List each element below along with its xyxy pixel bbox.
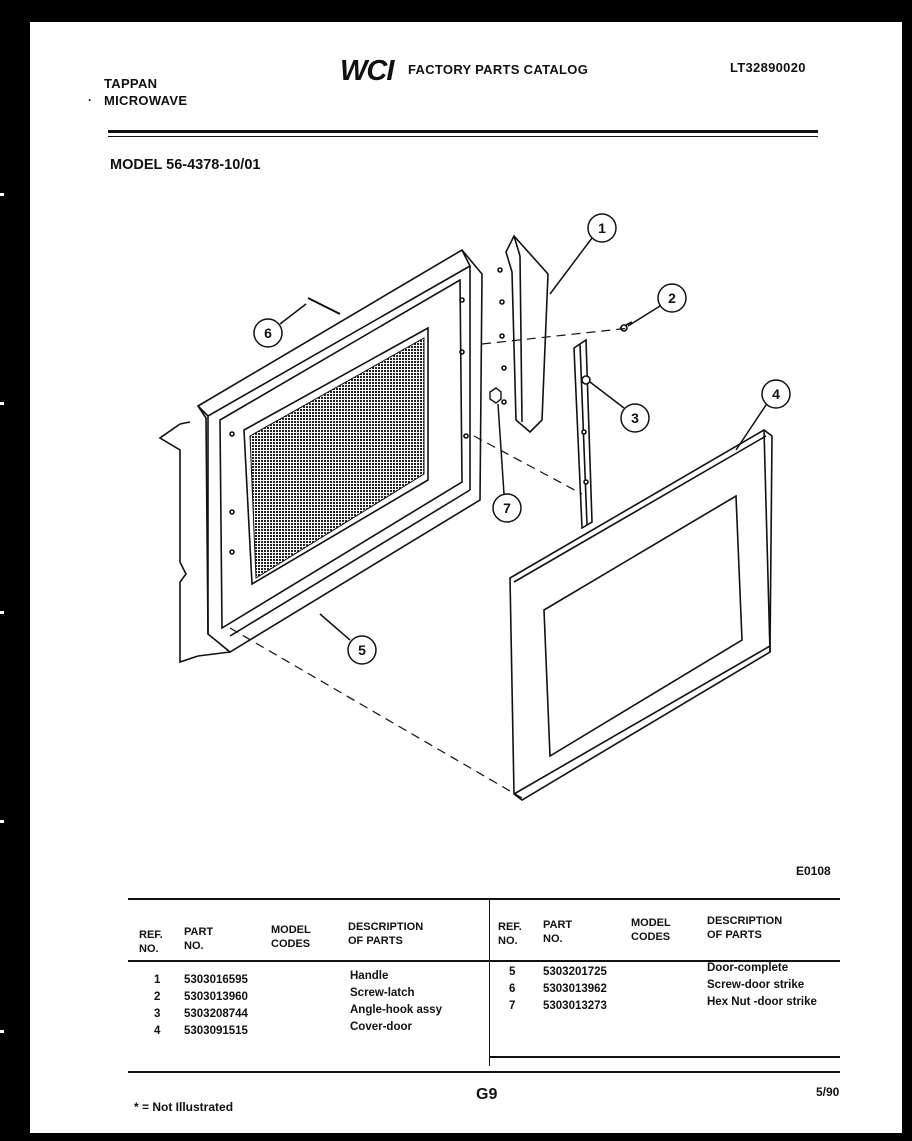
callout-7-label: 7 <box>503 500 511 516</box>
header-model-codes: MODEL CODES <box>271 924 311 950</box>
wci-logo: WCI <box>340 55 394 87</box>
brand-line-2: MICROWAVE <box>104 93 188 108</box>
callout-1: 1 <box>549 213 617 295</box>
row-desc: Hex Nut -door strike <box>707 996 817 1008</box>
header-ref-no: REF. NO. <box>139 929 163 955</box>
header-description-2: DESCRIPTION OF PARTS <box>707 915 783 941</box>
callout-3-label: 3 <box>631 410 639 426</box>
table-top-rule <box>128 898 840 900</box>
revision-date: 5/90 <box>816 1085 840 1099</box>
callout-5-label: 5 <box>358 642 366 658</box>
row-desc: Screw-latch <box>350 987 415 999</box>
table-bottom-rule <box>128 1071 840 1073</box>
callout-3: 3 <box>589 381 650 433</box>
row-desc: Cover-door <box>350 1021 412 1033</box>
row-part: 5303016595 <box>184 974 248 986</box>
mesh-screen <box>249 337 425 579</box>
not-illustrated-note: * = Not Illustrated <box>134 1100 234 1114</box>
callout-4-label: 4 <box>772 386 780 402</box>
row-part: 5303013960 <box>184 991 248 1003</box>
callout-4: 4 <box>735 379 791 451</box>
callout-2-label: 2 <box>668 290 676 306</box>
row-ref: 6 <box>509 983 516 995</box>
header-ref-no-2: REF. NO. <box>498 921 522 947</box>
brand-line-1: TAPPAN <box>104 76 158 91</box>
model-number: MODEL 56-4378-10/01 <box>110 157 261 173</box>
figure-code: E0108 <box>796 864 831 878</box>
header-rule-thin <box>108 136 818 137</box>
catalog-sheet: TAPPAN · MICROWAVE WCI FACTORY PARTS CAT… <box>30 22 902 1133</box>
callout-6-label: 6 <box>264 325 272 341</box>
row-desc: Angle-hook assy <box>350 1004 443 1016</box>
row-desc: Handle <box>350 970 389 982</box>
catalog-code: LT32890020 <box>730 60 806 75</box>
table-header-rule <box>128 960 840 962</box>
page-number: G9 <box>476 1086 498 1103</box>
row-desc: Screw-door strike <box>707 979 805 991</box>
row-ref: 5 <box>509 966 516 978</box>
callout-1-label: 1 <box>598 220 606 236</box>
row-ref: 3 <box>154 1008 161 1020</box>
row-part: 5303201725 <box>543 966 607 978</box>
header-rule-thick <box>108 130 818 133</box>
header-model-codes-2: MODEL CODES <box>631 917 671 943</box>
callout-2: 2 <box>627 283 687 327</box>
leader-lines <box>229 327 631 799</box>
row-part: 5303013962 <box>543 983 607 995</box>
row-ref: 4 <box>154 1025 161 1037</box>
row-part: 5303208744 <box>184 1008 248 1020</box>
row-ref: 1 <box>154 974 161 986</box>
row-desc: Door-complete <box>707 962 789 974</box>
bullet-mark: · <box>88 93 92 107</box>
header-part-no-2: PART NO. <box>543 919 573 945</box>
hex-nut <box>489 387 502 404</box>
angle-hook <box>573 338 593 530</box>
callout-6: 6 <box>253 303 307 348</box>
row-part: 5303013273 <box>543 1000 607 1012</box>
door-handle <box>497 234 549 434</box>
table-bottom-rule-right <box>490 1056 840 1058</box>
callout-7: 7 <box>492 403 522 523</box>
cover-door <box>509 429 773 801</box>
exploded-view-diagram: 1 2 3 4 5 6 7 <box>158 213 791 801</box>
header-part-no: PART NO. <box>184 926 214 952</box>
row-ref: 7 <box>509 1000 516 1012</box>
callout-5: 5 <box>319 613 377 665</box>
catalog-title: FACTORY PARTS CATALOG <box>408 62 589 77</box>
screw-latch <box>619 321 633 332</box>
header-description: DESCRIPTION OF PARTS <box>348 921 424 947</box>
row-part: 5303091515 <box>184 1025 248 1037</box>
row-ref: 2 <box>154 991 161 1003</box>
table-divider <box>489 900 490 1066</box>
strike-screw <box>307 297 341 315</box>
